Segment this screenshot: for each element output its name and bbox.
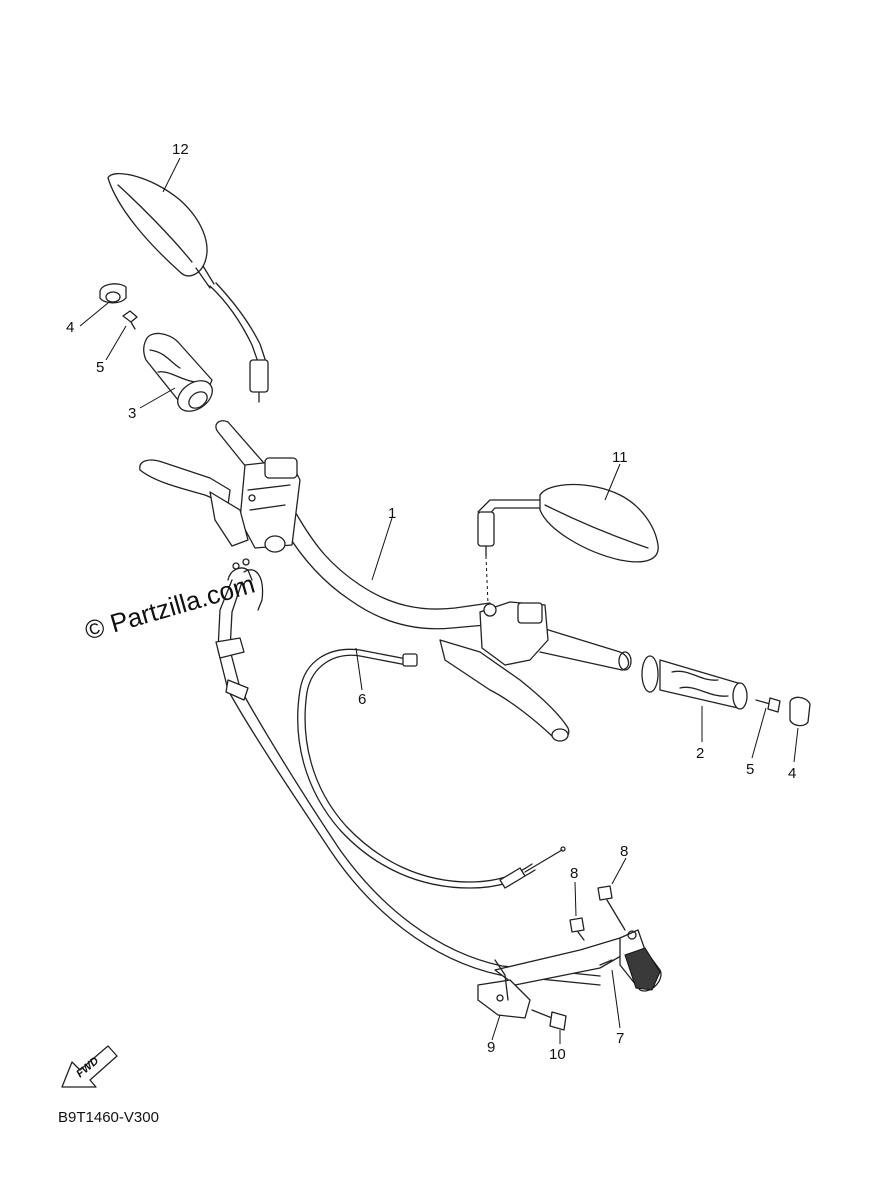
callout-4-right: 4 [788, 765, 796, 782]
callout-7: 7 [616, 1030, 624, 1047]
watermark: © Partzilla.com [81, 569, 258, 646]
part-5-right-screw[interactable] [755, 697, 781, 713]
part-3-left-grip[interactable] [143, 332, 218, 417]
leader-lines [79, 157, 799, 1044]
diagram-code: B9T1460-V300 [58, 1109, 159, 1126]
part-7-lever-assembly[interactable] [494, 929, 662, 992]
callout-10: 10 [549, 1046, 566, 1063]
callout-6: 6 [358, 691, 366, 708]
part-12-left-mirror[interactable] [107, 172, 269, 403]
brake-hose-bundle[interactable] [215, 558, 601, 986]
part-6-cable[interactable] [297, 648, 566, 889]
part-4-right-bar-end[interactable] [789, 696, 811, 727]
part-10-bolt[interactable] [531, 1009, 567, 1031]
callout-12: 12 [172, 141, 189, 158]
callout-3: 3 [128, 405, 136, 422]
callout-labels: 12 4 5 3 1 11 6 2 5 4 8 8 7 9 10 [66, 141, 796, 1063]
fwd-arrow-badge: FWD [61, 1045, 118, 1088]
callout-11: 11 [612, 449, 628, 466]
callout-1: 1 [388, 505, 396, 522]
left-lever-assembly[interactable] [139, 457, 301, 553]
callout-9: 9 [487, 1039, 495, 1056]
callout-4-left: 4 [66, 319, 74, 336]
part-8-nuts[interactable] [569, 885, 626, 941]
part-4-left-bar-end[interactable] [99, 283, 127, 304]
part-2-right-grip[interactable] [641, 655, 748, 710]
callout-2: 2 [696, 745, 704, 762]
callout-5-right: 5 [746, 761, 754, 778]
part-5-left-screw[interactable] [122, 310, 138, 330]
callout-5-left: 5 [96, 359, 104, 376]
part-11-right-mirror[interactable] [477, 483, 659, 605]
callout-8-left: 8 [570, 865, 578, 882]
callout-8-right: 8 [620, 843, 628, 860]
right-throttle-housing[interactable] [439, 601, 570, 742]
part-9-bracket[interactable] [477, 959, 531, 1019]
